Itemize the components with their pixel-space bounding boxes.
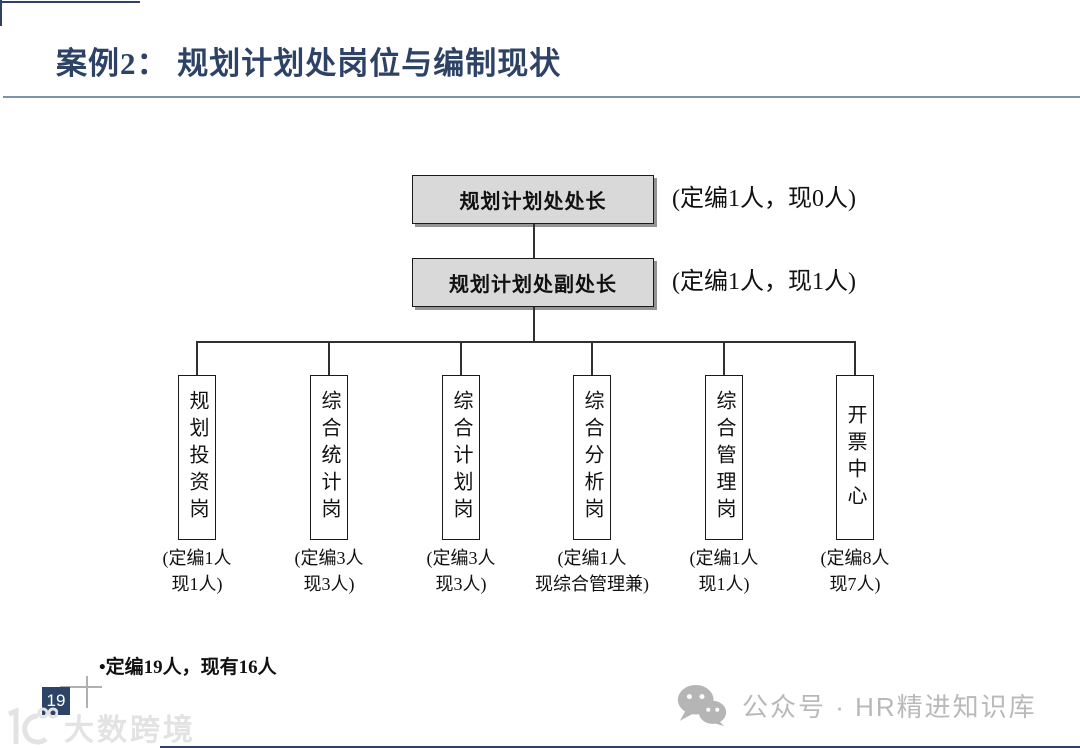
title-separator	[3, 96, 1080, 98]
position-label: 开票中心	[844, 403, 866, 512]
position-label: 规划投资岗	[186, 390, 208, 525]
headcount-line1: (定编1人	[557, 548, 627, 568]
headcount-line2: 现1人)	[171, 574, 223, 594]
headcount-line1: (定编3人	[294, 548, 364, 568]
connector-line	[196, 341, 198, 375]
crop-mark	[60, 686, 102, 688]
top-left-corner-mark-vertical	[0, 0, 2, 26]
position-headcount-note: (定编1人 现1人)	[117, 545, 277, 597]
connector-line	[723, 341, 725, 375]
connector-line	[591, 341, 593, 375]
position-label: 综合计划岗	[450, 390, 472, 525]
headcount-line1: (定编3人	[426, 548, 496, 568]
headcount-line2: 现1人)	[698, 574, 750, 594]
position-label: 综合分析岗	[581, 390, 603, 525]
org-node-position-comprehensive-analysis: 综合分析岗	[573, 375, 611, 540]
connector-line	[533, 307, 535, 343]
connector-line	[328, 341, 330, 375]
position-headcount-note: (定编3人 现3人)	[381, 545, 541, 597]
headcount-line1: (定编1人	[689, 548, 759, 568]
org-node-position-invoicing-center: 开票中心	[836, 375, 874, 540]
wechat-icon	[677, 685, 727, 726]
watermark-text: 大数跨境	[64, 714, 196, 747]
headcount-line2: 现7人)	[829, 574, 881, 594]
annotation-director-headcount: (定编1人，现0人)	[672, 186, 856, 212]
position-headcount-note: (定编3人 现3人)	[249, 545, 409, 597]
org-node-position-comprehensive-statistics: 综合统计岗	[310, 375, 348, 540]
headcount-line1: (定编1人	[162, 548, 232, 568]
org-node-position-comprehensive-planning: 综合计划岗	[442, 375, 480, 540]
total-headcount-note: •定编19人，现有16人	[99, 657, 277, 678]
footer-text: 公众号 · HR精进知识库	[742, 691, 1037, 722]
headcount-line1: (定编8人	[820, 548, 890, 568]
position-headcount-note: (定编1人 现综合管理兼)	[512, 545, 672, 597]
dashukuajing-logo-icon	[8, 707, 58, 745]
headcount-line2: 现3人)	[303, 574, 355, 594]
connector-bus-line	[197, 341, 856, 343]
connector-line	[460, 341, 462, 375]
position-headcount-note: (定编1人 现1人)	[644, 545, 804, 597]
headcount-line2: 现3人)	[435, 574, 487, 594]
org-node-position-comprehensive-management: 综合管理岗	[705, 375, 743, 540]
top-left-corner-mark	[0, 1, 140, 3]
annotation-deputy-headcount: (定编1人，现1人)	[672, 269, 856, 295]
headcount-line2: 现综合管理兼)	[535, 574, 649, 594]
org-node-director: 规划计划处处长	[412, 175, 654, 224]
footer-credit: 公众号 · HR精进知识库	[676, 684, 1037, 726]
position-label: 综合管理岗	[713, 390, 735, 525]
org-node-position-planning-investment: 规划投资岗	[178, 375, 216, 540]
watermark: 大数跨境	[2, 705, 196, 748]
position-label: 综合统计岗	[318, 390, 340, 525]
page-title: 案例2： 规划计划处岗位与编制现状	[56, 46, 562, 81]
crop-mark	[86, 676, 88, 708]
position-headcount-note: (定编8人 现7人)	[775, 545, 935, 597]
connector-line	[854, 341, 856, 375]
connector-line	[533, 224, 535, 258]
bottom-border-line	[160, 746, 1080, 748]
org-node-deputy-director: 规划计划处副处长	[412, 258, 654, 307]
